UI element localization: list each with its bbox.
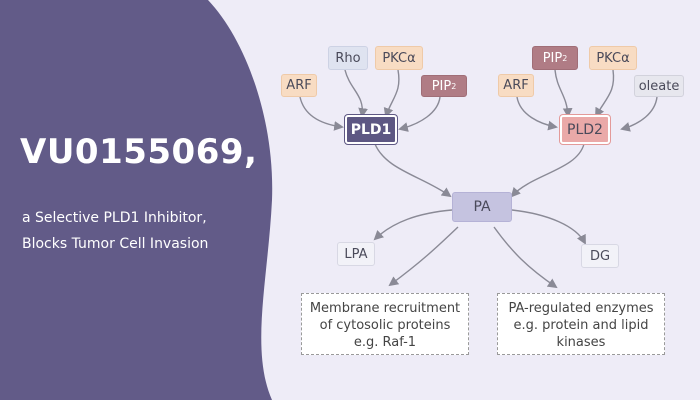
- node-pld2: PLD2: [560, 115, 610, 144]
- arrow-pip2-to-pld1: [398, 96, 441, 132]
- outcome-pa-regulated-enzymes: PA-regulated enzymes e.g. protein and li…: [497, 293, 665, 355]
- arrow-pa-to-membrane: [388, 226, 459, 287]
- banner-subtitle-line2: Blocks Tumor Cell Invasion: [22, 236, 209, 252]
- arrow-rho-to-pld1: [344, 69, 368, 118]
- banner-shape: [0, 0, 273, 400]
- arrow-arf-to-pld1: [299, 96, 344, 131]
- node-oleate: oleate: [634, 75, 684, 97]
- arrow-pkca-to-pld1: [383, 69, 400, 118]
- arrow-pkca-to-pld2: [595, 69, 615, 118]
- banner-title: VU0155069,: [20, 132, 258, 172]
- node-pkca-pld2: PKCα: [589, 46, 637, 70]
- arrow-oleate-to-pld2: [620, 96, 658, 132]
- outcome-left-line3: e.g. Raf-1: [353, 335, 417, 350]
- banner-subtitle-line1: a Selective PLD1 Inhibitor,: [22, 210, 207, 226]
- pip2-pld1-base: PIP: [431, 78, 452, 94]
- node-rho: Rho: [328, 46, 368, 70]
- arrow-pa-to-enzymes: [493, 226, 558, 289]
- pip2-pld2-subscript: 2: [562, 53, 568, 63]
- arrow-pa-to-dg: [511, 209, 586, 245]
- node-pa: PA: [452, 192, 512, 222]
- arrow-pld2-to-pa: [510, 143, 585, 198]
- node-arf-pld2: ARF: [498, 74, 534, 97]
- node-lpa: LPA: [337, 242, 375, 266]
- outcome-left-line2: of cytosolic proteins: [319, 318, 451, 333]
- arrow-pip2-to-pld2: [554, 69, 573, 118]
- node-pld1: PLD1: [345, 115, 397, 144]
- arrow-arf-to-pld2: [516, 96, 558, 131]
- pip2-pld1-subscript: 2: [451, 81, 457, 91]
- outcome-right-line2: e.g. protein and lipid: [513, 318, 649, 333]
- pip2-pld2-base: PIP: [542, 50, 563, 66]
- node-pkca-pld1: PKCα: [375, 46, 423, 70]
- node-arf-pld1: ARF: [281, 74, 317, 97]
- outcome-membrane-recruitment: Membrane recruitment of cytosolic protei…: [301, 293, 469, 355]
- outcome-right-line1: PA-regulated enzymes: [508, 301, 654, 316]
- arrow-pa-to-lpa: [373, 209, 453, 241]
- outcome-right-line3: kinases: [556, 335, 606, 350]
- outcome-left-line1: Membrane recruitment: [309, 301, 461, 316]
- arrow-pld1-to-pa: [374, 143, 452, 198]
- node-dg: DG: [581, 244, 619, 268]
